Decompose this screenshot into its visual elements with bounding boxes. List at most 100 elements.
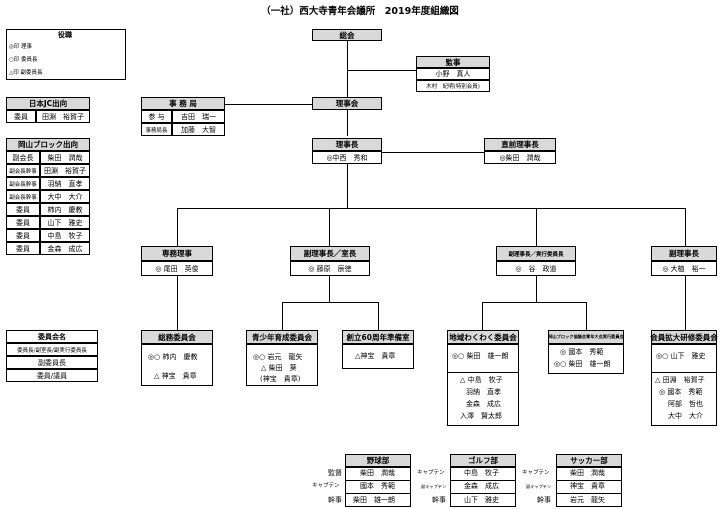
connector — [482, 302, 483, 330]
okayama-role: 委員 — [6, 242, 40, 255]
kaiin-member: 大中 大介 — [668, 412, 703, 420]
page-title: （一社）西大寺青年会議所 2019年度組織図 — [261, 6, 459, 17]
kaiin-header: 会員拡大研修委員会 — [650, 330, 718, 344]
chiiki-member: 羽納 直孝 — [466, 388, 501, 396]
chiiki-member: △ 中島 牧子 — [460, 376, 503, 384]
chiiki-member: ◎○ 柴田 雄一朗 — [452, 352, 509, 360]
okayama-header: 岡山ブロック出向 — [6, 138, 90, 151]
seishonen-header: 青少年育成委員会 — [246, 330, 318, 344]
okayama-name: 柿内 慶教 — [40, 203, 90, 216]
okayama-name: 柴田 潤哉 — [40, 151, 90, 164]
fuku-kaicho-name: ◎ 藤原 辰徳 — [290, 261, 370, 276]
jimukyoku-role: 事務局長 — [141, 123, 172, 136]
soccer-name: 神宝 貴章 — [570, 482, 605, 490]
iinkai-key-header: 委員会名 — [6, 330, 98, 343]
block-taikai-header: 岡山ブロック協議会青年大会実行委員会 — [548, 330, 624, 344]
yakyu-header: 野球部 — [345, 454, 411, 467]
connector — [347, 39, 348, 97]
kanji-member: 木村 紀明(特別会員) — [416, 80, 490, 92]
soccer-role: 副キャプテン — [526, 484, 552, 489]
soccer-role: キャプテン — [522, 470, 550, 476]
connector — [282, 302, 378, 303]
divider — [556, 480, 622, 481]
block-taikai-member: ◎○ 柴田 雄一朗 — [554, 360, 611, 368]
chokuzen-header: 直前理事長 — [484, 138, 556, 151]
soccer-body — [556, 467, 622, 507]
chiiki-body — [447, 344, 519, 426]
soritsu-member: △神宝 貴章 — [355, 352, 396, 360]
legend-header: 役職 — [58, 31, 72, 39]
nihon-jc-role: 委員 — [6, 110, 36, 123]
connector — [225, 104, 313, 105]
connector — [329, 208, 330, 246]
legend-item-fuku-iincho: △印 副委員長 — [9, 70, 43, 76]
jimukyoku-name: 加藤 大智 — [172, 123, 225, 136]
fuku-jikko-name: ◎ 谷 政道 — [496, 261, 576, 276]
somu-member: △ 神宝 貴章 — [154, 372, 197, 380]
soccer-header: サッカー部 — [556, 454, 622, 467]
chiiki-member: 入澤 賢太郎 — [460, 412, 502, 420]
okayama-role: 副会長 — [6, 151, 40, 164]
seishonen-body — [246, 344, 318, 386]
divider — [345, 480, 411, 481]
connector — [329, 276, 330, 302]
fuku-kaicho-header: 副理事長／室長 — [290, 246, 370, 261]
divider — [345, 493, 411, 494]
seishonen-member: △ 柴田 葵 — [261, 364, 297, 372]
rijicho-name: ◎中西 秀和 — [312, 151, 382, 164]
somu-body — [141, 344, 213, 386]
kanji-member: 小野 真人 — [416, 68, 490, 80]
yakyu-body — [345, 467, 411, 507]
connector — [378, 302, 379, 330]
iinkai-key-row: 副委員長 — [6, 356, 98, 369]
okayama-role: 委員 — [6, 216, 40, 229]
senmu-name: ◎ 尾田 英俊 — [141, 261, 213, 276]
golf-role: 幹事 — [432, 496, 446, 504]
rijikai-box: 理事会 — [312, 97, 382, 110]
connector — [536, 208, 537, 246]
connector — [347, 70, 417, 71]
kaiin-member: ◎○ 山下 雅史 — [656, 352, 706, 360]
kaiin-body — [651, 344, 717, 426]
nihon-jc-name: 田淵 裕賀子 — [36, 110, 90, 123]
block-taikai-body — [548, 344, 624, 374]
okayama-name: 山下 雅史 — [40, 216, 90, 229]
connector — [347, 110, 348, 136]
divider — [651, 372, 717, 373]
connector — [177, 208, 686, 209]
jimukyoku-header: 事 務 局 — [141, 97, 225, 110]
jimukyoku-role: 参 与 — [141, 110, 172, 123]
seishonen-member: ◎○ 岩元 龍矢 — [253, 353, 303, 361]
connector — [380, 152, 484, 153]
kaiin-member: △ 田淵 裕賀子 — [655, 376, 705, 384]
somu-member: ◎○ 柿内 慶教 — [148, 353, 198, 361]
okayama-role: 委員 — [6, 229, 40, 242]
iinkai-key-row: 委員/議員 — [6, 369, 98, 382]
okayama-role: 副会長幹事 — [6, 177, 40, 190]
soritsu-header: 創立60周年準備室 — [342, 330, 414, 344]
connector — [482, 302, 587, 303]
yakyu-role: キャプテン — [312, 483, 340, 489]
connector — [282, 302, 283, 330]
golf-body — [450, 467, 516, 507]
legend-item-riji: ◎印 理事 — [9, 44, 33, 50]
legend-item-iincho: ○印 委員長 — [9, 57, 38, 63]
chokuzen-name: ◎柴田 潤哉 — [484, 151, 556, 164]
divider — [450, 493, 516, 494]
fuku-riji-header: 副理事長 — [651, 246, 717, 261]
okayama-role: 委員 — [6, 203, 40, 216]
soccer-name: 柴田 潤哉 — [570, 469, 605, 477]
connector — [347, 164, 348, 208]
golf-name: 山下 雅史 — [464, 496, 499, 504]
okayama-name: 田淵 裕賀子 — [40, 164, 90, 177]
block-taikai-member: ◎ 國本 秀範 — [560, 348, 604, 356]
connector — [177, 208, 178, 246]
connector — [586, 302, 587, 330]
seishonen-member: (神宝 貴章) — [260, 375, 301, 383]
kaiin-member: ◎ 國本 秀範 — [659, 388, 703, 396]
connector — [177, 276, 178, 330]
divider — [447, 372, 519, 373]
okayama-role: 副会長幹事 — [6, 190, 40, 203]
yakyu-name: 柴田 雄一朗 — [353, 496, 395, 504]
